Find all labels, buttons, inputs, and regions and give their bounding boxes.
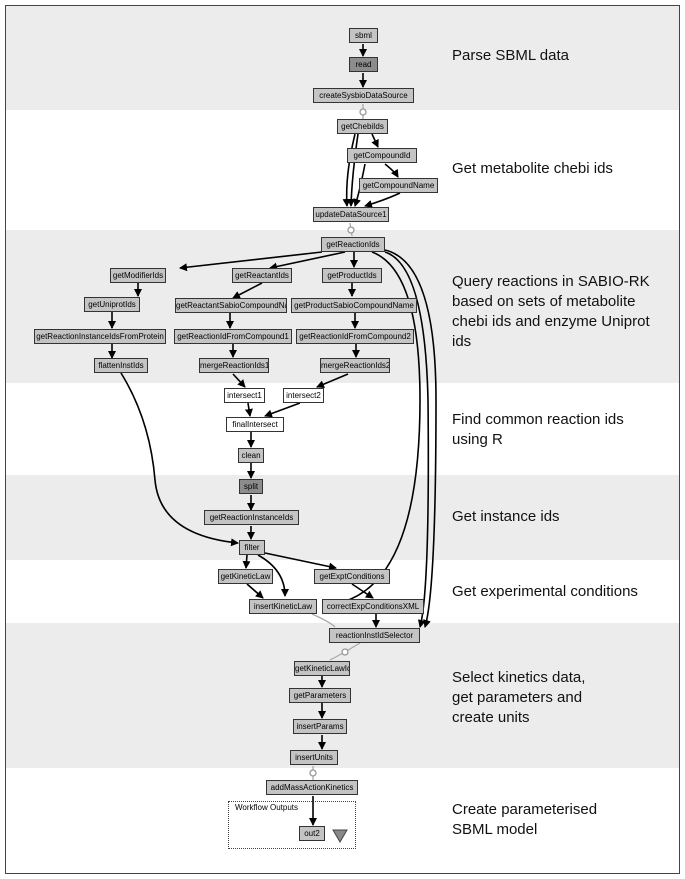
node-intersect2[interactable]: intersect2 [283,388,324,403]
node-mergeReactionIds2[interactable]: mergeReactionIds2 [320,358,390,373]
section-label-kinetics: Select kinetics data, get parameters and… [452,669,586,726]
control-link-dot [347,226,355,234]
section-label-common: Find common reaction ids using R [452,411,624,448]
control-link-dot [359,108,367,116]
section-label-parse: Parse SBML data [452,47,570,64]
node-getUniprotIds[interactable]: getUniprotIds [84,297,140,312]
edge-flatten-filter [120,372,239,547]
node-getModifierIds[interactable]: getModifierIds [110,268,166,283]
section-label-create: Create parameterised SBML model [452,801,598,838]
edge-intersect1-final [244,402,253,417]
node-read[interactable]: read [349,57,378,72]
node-getParameters[interactable]: getParameters [289,688,351,703]
edge-merge2-intersect2 [316,373,349,388]
edge-reactionids-selector-b [384,249,437,628]
edge-compoundid-compoundname [384,163,399,178]
node-getReactionIdFromCompound2[interactable]: getReactionIdFromCompound2 [296,329,414,344]
section-label-expt: Get experimental conditions [452,583,638,600]
edge-chebi-update-a [342,133,356,207]
edge-exptcond-correctxml [351,583,374,599]
node-getReactionInstanceIds[interactable]: getReactionInstanceIds [204,510,299,525]
edge-reactionids-reactant [269,251,346,271]
workflow-outputs-box [228,801,356,849]
node-createSysbioDataSource[interactable]: createSysbioDataSource [313,88,414,103]
node-getReactantSabioCompoundName[interactable]: getReactantSabioCompoundName [175,298,287,313]
edge-reactionids-insertkinetic [326,251,421,609]
node-getKineticLaw[interactable]: getKineticLaw [218,569,273,584]
node-insertUnits[interactable]: insertUnits [290,750,338,765]
workflow-outputs-label: Workflow Outputs [235,803,298,812]
node-getProductIds[interactable]: getProductIds [322,268,382,283]
node-mergeReactionIds1[interactable]: mergeReactionIds1 [199,358,269,373]
edge-chebi-update-b [347,133,359,207]
edge-reactionids-selector-a [384,251,430,628]
edge-filter-kineticlaw [242,554,251,569]
node-insertParams[interactable]: insertParams [293,719,347,734]
section-band-instance [6,475,679,560]
node-getKineticLawIds[interactable]: getKineticLawIds [294,661,350,676]
node-finalIntersect[interactable]: finalIntersect [226,417,284,432]
node-sbml[interactable]: sbml [349,28,378,43]
node-getReactionIds[interactable]: getReactionIds [321,237,385,252]
edge-reactionids-modifier [179,251,323,272]
node-getCompoundId[interactable]: getCompoundId [347,148,417,163]
edge-merge1-intersect1 [232,373,246,388]
node-getExptConditions[interactable]: getExptConditions [314,569,390,584]
edge-insertkinetic-selector [311,613,336,628]
node-insertKineticLaw[interactable]: insertKineticLaw [249,599,317,614]
edge-chebi-compoundid [371,133,379,148]
node-clean[interactable]: clean [238,448,264,463]
node-intersect1[interactable]: intersect1 [224,388,265,403]
control-link-dot [309,769,317,777]
node-getProductSabioCompoundName[interactable]: getProductSabioCompoundName [291,298,417,313]
edge-kineticlaw-insertkinetic [246,583,264,599]
edge-filter-insertkinetic [257,554,289,597]
control-link-dot [341,648,349,656]
node-out2[interactable]: out2 [299,826,325,841]
edge-compoundname-update [364,192,401,208]
section-label-chebi: Get metabolite chebi ids [452,160,613,177]
edge-reactant-sabio [232,282,263,299]
node-getCompoundName[interactable]: getCompoundName [359,178,438,193]
section-label-instance: Get instance ids [452,508,560,525]
edge-intersect2-final [264,402,301,418]
node-getChebiIds[interactable]: getChebiIds [337,119,388,134]
edge-filter-exptcond [264,552,337,571]
node-filter[interactable]: filter [239,540,265,555]
node-addMassActionKinetics[interactable]: addMassActionKinetics [266,780,358,795]
node-getReactionInstanceIdsFromProtein[interactable]: getReactionInstanceIdsFromProtein [34,329,166,344]
node-getReactantIds[interactable]: getReactantIds [232,268,292,283]
output-port-icon [332,829,348,843]
node-updateDataSource1[interactable]: updateDataSource1 [313,207,389,222]
node-getReactionIdFromCompound1[interactable]: getReactionIdFromCompound1 [174,329,292,344]
node-reactionInstIdSelector[interactable]: reactionInstIdSelector [329,628,420,643]
node-correctExpConditionsXML[interactable]: correctExpConditionsXML [322,599,424,614]
node-flattenInstIds[interactable]: flattenInstIds [94,358,148,373]
node-split[interactable]: split [239,479,263,494]
section-label-query: Query reactions in SABIO-RK based on set… [452,273,650,350]
